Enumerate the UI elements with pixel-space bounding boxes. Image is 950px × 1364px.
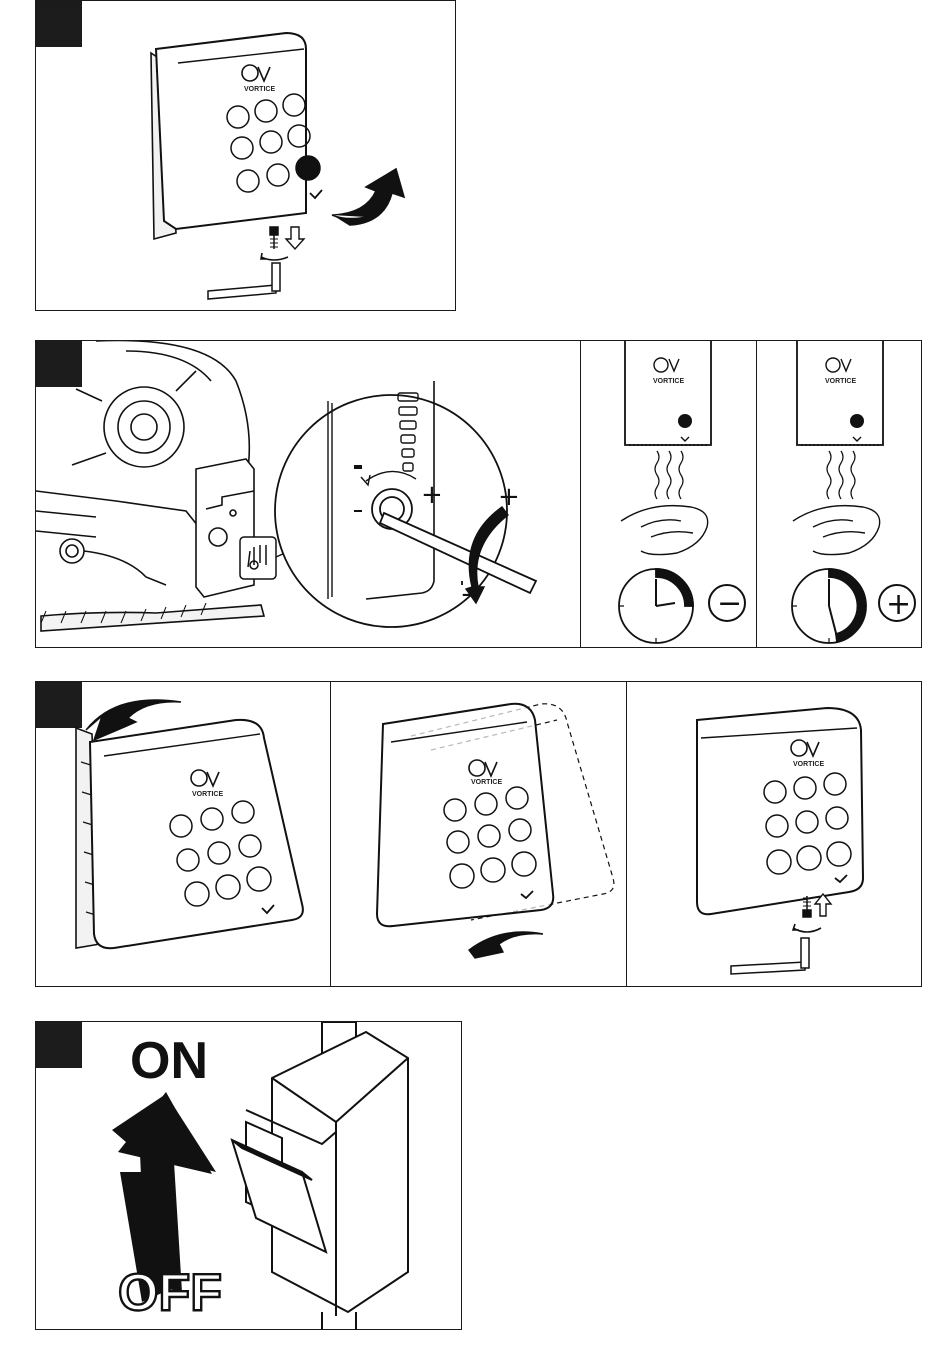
step-1-panel: VORTICE	[35, 0, 456, 311]
step-3c-illustration: VORTICE	[627, 682, 922, 987]
off-label: OFF	[118, 1264, 222, 1322]
rotate-arrow-icon	[261, 253, 288, 260]
push-arrow-icon	[469, 932, 543, 958]
step-4-panel: ON OFF	[35, 1021, 462, 1330]
step-3-panel: VORTICE VORTICE	[35, 681, 922, 987]
on-label: ON	[130, 1032, 208, 1090]
lift-arrow-icon	[332, 169, 404, 225]
brand-logo-text: VORTICE	[244, 86, 275, 93]
dryer-cover	[156, 33, 306, 229]
screw-icon	[270, 227, 278, 249]
down-arrow-icon	[286, 227, 304, 249]
hands-icon	[621, 506, 708, 555]
decrease-symbol: −	[717, 586, 742, 621]
increase-symbol: +	[886, 587, 911, 622]
airflow-waves-icon	[827, 451, 855, 499]
hands-icon	[793, 506, 880, 555]
plus-sign-small: +	[421, 480, 443, 510]
rotate-arrow-icon	[793, 924, 821, 932]
sensor-dot	[850, 414, 864, 428]
timer-decrease-panel: VORTICE −	[580, 341, 757, 647]
dryer-cover	[697, 708, 863, 914]
step-3b-illustration: VORTICE	[331, 682, 627, 987]
cable-grommet	[60, 539, 166, 585]
clock-icon	[619, 569, 693, 643]
brand-logo-text: VORTICE	[825, 378, 856, 385]
sensor-dot	[678, 414, 692, 428]
step-3a-illustration: VORTICE	[36, 682, 331, 987]
brand-logo-text: VORTICE	[471, 779, 502, 786]
step-3b-panel: VORTICE	[330, 682, 627, 986]
step-3c-panel: VORTICE	[626, 682, 922, 986]
brand-logo-text: VORTICE	[192, 791, 223, 798]
circuit-breaker	[232, 1022, 408, 1330]
step-2-panel: + + − VORTICE	[35, 340, 922, 648]
dryer-cover	[90, 720, 303, 948]
brand-logo-text: VORTICE	[653, 378, 684, 385]
step-1-illustration: VORTICE	[36, 1, 456, 311]
dryer-front	[625, 341, 711, 445]
brand-logo-text: VORTICE	[793, 761, 824, 768]
clock-icon	[792, 569, 866, 643]
step-4-illustration: ON OFF	[36, 1022, 462, 1330]
airflow-waves-icon	[655, 451, 683, 499]
dryer-front	[797, 341, 883, 445]
magnified-adjuster	[275, 381, 536, 627]
timer-increase-panel: VORTICE +	[756, 341, 922, 647]
check-mark-icon	[310, 190, 322, 198]
allen-key-icon	[731, 938, 809, 974]
allen-key-icon	[208, 263, 280, 299]
